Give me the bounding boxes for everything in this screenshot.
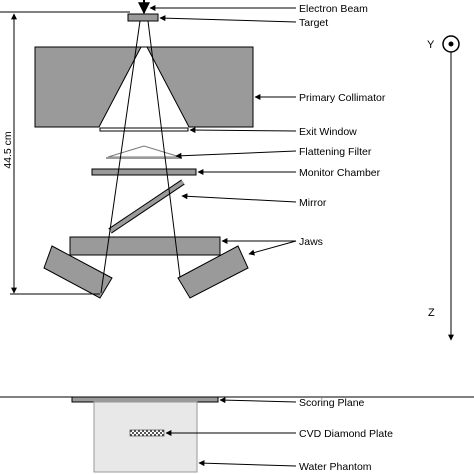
cvd-diamond-plate: [129, 429, 165, 437]
lower-jaw-left: [43, 245, 113, 299]
z-axis-label: Z: [428, 307, 435, 319]
primary-collimator: [34, 46, 254, 128]
monitor-chamber: [91, 168, 197, 176]
label-jaws: Jaws: [299, 236, 323, 248]
water-phantom: [93, 401, 198, 473]
beam-ray-left: [100, 20, 141, 294]
target: [127, 13, 159, 22]
label-primary-collimator: Primary Collimator: [299, 92, 386, 104]
label-cvd-diamond-plate: CVD Diamond Plate: [299, 428, 393, 440]
beam-ray-right: [147, 20, 181, 278]
scoring-plane: [71, 396, 219, 403]
label-water-phantom: Water Phantom: [299, 461, 372, 473]
label-mirror: Mirror: [299, 197, 327, 209]
leader-lines: [149, 5, 297, 467]
label-electron-beam: Electron Beam: [299, 3, 368, 15]
exit-window: [99, 127, 189, 132]
y-axis-label: Y: [427, 39, 435, 51]
upper-jaws: [69, 236, 221, 256]
label-scoring-plane: Scoring Plane: [299, 397, 365, 409]
label-target: Target: [299, 17, 328, 29]
mirror-fill: [108, 180, 185, 233]
flattening-filter: [107, 145, 181, 158]
dimension-label: 44.5 cm: [2, 131, 14, 169]
label-exit-window: Exit Window: [299, 126, 357, 138]
y-axis-dot: [448, 41, 454, 47]
label-flattening-filter: Flattening Filter: [299, 146, 372, 158]
label-monitor-chamber: Monitor Chamber: [299, 167, 381, 179]
lower-jaw-right: [177, 245, 249, 299]
